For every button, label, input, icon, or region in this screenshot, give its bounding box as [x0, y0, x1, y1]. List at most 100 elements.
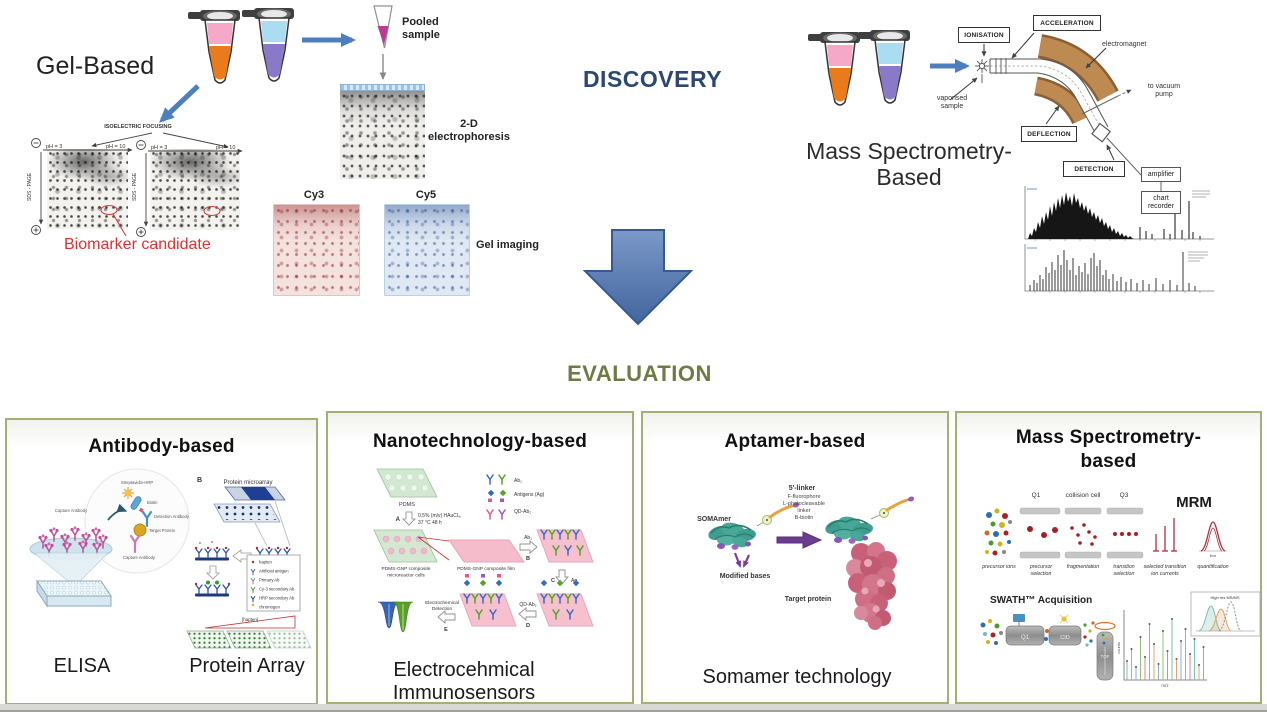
mrm-step-labels: precursor ions precursor selection fragm…: [981, 564, 1228, 577]
slab-b: [536, 529, 594, 563]
slab-d: [536, 579, 594, 627]
gel-imaging-label: Gel imaging: [476, 239, 539, 251]
q1-cell: [1019, 507, 1061, 559]
legend-antigens-label: Antigens (Ag): [514, 492, 545, 498]
microplate: [36, 579, 112, 608]
ms-eval-illustration: Q1 collision cell Q3 MRM: [980, 492, 1261, 688]
ph3-label-right: pH = 3: [151, 145, 168, 151]
red-dots-right: [255, 546, 289, 550]
echem-label-2: Detection: [432, 606, 453, 612]
chart-line1: chart: [1153, 194, 1169, 202]
step-d-arrow-icon: [518, 607, 537, 621]
vaporised-sample-label: vaporised sample: [936, 95, 968, 111]
sample-tube-orange: [187, 9, 241, 84]
ab1-arrow-label: Ab₁: [524, 535, 532, 541]
tof-tube: TOF: [1094, 621, 1116, 681]
legend-ab1-label: Ab₁: [514, 478, 522, 484]
linker-right: [870, 496, 915, 520]
somamer-label: SOMAmer: [697, 516, 731, 523]
linker-b-label: B-biotin: [795, 515, 814, 521]
ionisation-box: IONISATION: [958, 27, 1010, 43]
sample-tube-purple: [241, 7, 295, 82]
q1-label: Q1: [1032, 492, 1041, 499]
high-res-inset: High res MS/MS: [1190, 591, 1261, 637]
hapten-bracket-label: [hapten]: [242, 617, 258, 622]
isoelectric-focusing-label: ISOELECTRIC FOCUSING: [104, 124, 172, 130]
target-protein-label: Target Protein: [149, 528, 176, 533]
swath-cid-label: CID: [1060, 635, 1070, 641]
zoom-lines: [417, 536, 450, 561]
legend-artificial-antigen: Artificial antigen: [259, 569, 289, 574]
arrow-tubes-to-ief: [159, 84, 200, 123]
ion-source: [975, 58, 1007, 83]
aptamer-illustration: SOMAmer Modified bases 5'-linker F-fluor…: [697, 485, 915, 630]
swath-q1-label: Q1: [1021, 635, 1030, 641]
detection-dots-bottom: [194, 580, 231, 586]
flight-tube: [989, 58, 1110, 137]
cy5-gel-image: [384, 204, 470, 296]
swath-q1-cylinder: Q1: [1005, 614, 1045, 646]
streptavidin-body-icon: [130, 496, 142, 510]
modified-bases-label: Modified bases: [720, 573, 771, 580]
aptamer-panel-title: Aptamer-based: [724, 431, 866, 452]
red-dots-left: [194, 541, 228, 550]
legend-qdab2-label: QD-Ab₂: [514, 509, 531, 515]
ph10-label-right: pH = 10: [216, 145, 236, 151]
green-arrays: [186, 630, 312, 649]
big-down-arrow: [582, 229, 694, 326]
mass-spectrum-2: [1024, 244, 1214, 293]
label-precursor-selection-2: selection: [1031, 571, 1052, 577]
nano-panel-title: Nanotechnology-based: [372, 431, 588, 452]
pdms-gnp-plate: [373, 529, 438, 563]
modified-bases-arrows: [733, 552, 751, 568]
transition-currents: [1153, 518, 1177, 552]
linker-left: [756, 502, 800, 527]
cells-label-1: PDMS-GNP composite: [382, 566, 431, 572]
biomarker-candidate-label: Biomarker candidate: [64, 236, 211, 253]
linker-l-label: L-photocleavable: [783, 501, 825, 507]
label-fragmentation: fragmentation: [1067, 564, 1099, 570]
linker-l2-label: linker: [797, 508, 810, 514]
ief-gel-right-image: [150, 149, 240, 230]
step-a-label: A: [396, 517, 401, 523]
ms-eval-title-line1: Mass Spectrometry-: [1015, 427, 1202, 448]
elisa-funnel: [32, 552, 109, 582]
step-e-label: E: [444, 627, 448, 633]
cy3-gel-image: [273, 204, 360, 296]
mz-axis-label: m/z: [1161, 683, 1169, 688]
step-a-arrow-icon: [402, 511, 416, 526]
acceleration-box: ACCELERATION: [1033, 15, 1101, 31]
cells-label-2: microreactor cells: [387, 573, 425, 579]
target-protein-shape: [846, 542, 897, 630]
2d-electrophoresis-label: 2-D electrophoresis: [425, 118, 513, 143]
linker-f-label: F-fluorophore: [787, 494, 820, 500]
pooled-sample-label: Pooled sample: [402, 16, 440, 41]
elisa-detail-arrow: [107, 503, 128, 521]
swath-ion-cluster: [980, 619, 1003, 645]
mass-spectrum-1: [1024, 186, 1214, 241]
zoom-line-1: [274, 500, 291, 547]
qdab2-arrow-label: QD-Ab₂: [519, 602, 536, 608]
inter-cylinder-ions: [1044, 629, 1049, 641]
collision-cell: [1064, 507, 1102, 559]
pooled-sample-tube: [373, 5, 393, 49]
nano-caption-line1: Electrocehmical: [393, 659, 535, 681]
array-row-left: [194, 548, 230, 562]
elisa-caption: ELISA: [53, 655, 111, 677]
panel-nanotechnology-based: Nanotechnology-based PDMS A 0.5% (m/v) H…: [326, 411, 634, 704]
echem-label-1: Electrochemical: [425, 600, 459, 606]
swath-cid-cylinder: CID: [1048, 614, 1082, 646]
2d-line2: electrophoresis: [428, 130, 510, 143]
protein-microarray-label: Protein microarray: [223, 480, 272, 486]
nano-caption: Electrocehmical Immunosensors: [364, 659, 564, 705]
step-c-label: C: [551, 578, 555, 584]
antibody-illustration: Streptavidin-HRP Biotin Detection Antibo…: [29, 468, 312, 649]
somamer-left-shape: [705, 519, 758, 551]
nano-caption-line2: Immunosensors: [392, 682, 536, 704]
ms-sample-tube-orange: [807, 31, 861, 106]
somamer-right-shape: [822, 513, 875, 545]
binding-arrow: [776, 531, 823, 549]
pdms-plate: [376, 468, 438, 498]
